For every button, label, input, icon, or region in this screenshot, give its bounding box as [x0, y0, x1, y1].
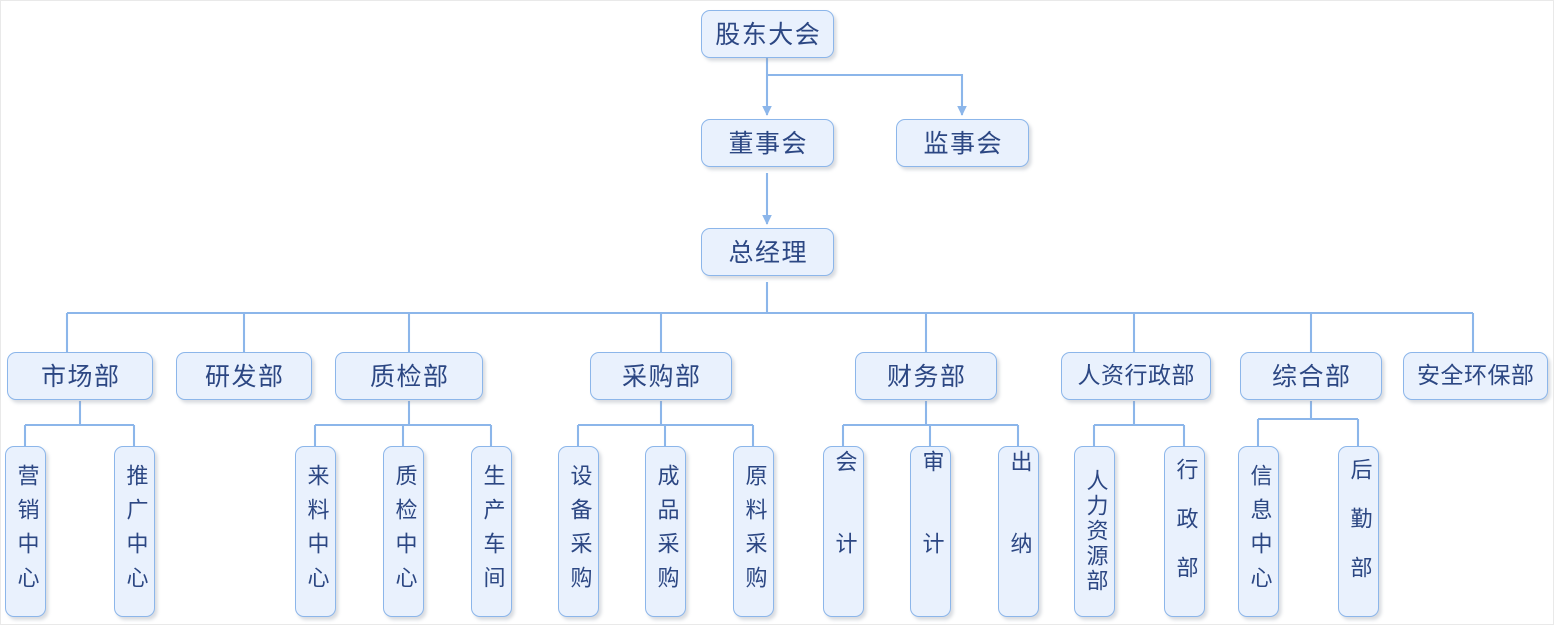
node-department-purchase[interactable]: 采购部: [590, 352, 732, 400]
node-label: 研发部: [204, 361, 285, 391]
node-unit-logistics-department[interactable]: 后勤部: [1338, 446, 1379, 617]
node-label: 后勤部: [1346, 458, 1372, 605]
node-label: 安全环保部: [1417, 362, 1535, 389]
node-shareholders[interactable]: 股东大会: [701, 10, 834, 58]
node-unit-product-purchase[interactable]: 成品采购: [645, 446, 686, 617]
node-label: 总经理: [728, 237, 808, 267]
node-unit-accounting[interactable]: 会计: [823, 446, 864, 617]
node-label: 综合部: [1271, 361, 1352, 391]
node-label: 生产车间: [479, 463, 505, 600]
node-general-manager[interactable]: 总经理: [701, 228, 834, 276]
node-department-market[interactable]: 市场部: [7, 352, 153, 400]
node-label: 推广中心: [122, 463, 148, 600]
node-unit-cashier[interactable]: 出纳: [998, 446, 1039, 617]
node-label: 出纳: [1006, 449, 1032, 614]
node-label: 采购部: [621, 361, 702, 391]
node-label: 营销中心: [13, 463, 39, 600]
node-label: 原料采购: [741, 463, 767, 600]
node-unit-audit[interactable]: 审计: [910, 446, 951, 617]
node-unit-hr-department[interactable]: 人力资源部: [1074, 446, 1115, 617]
node-department-rnd[interactable]: 研发部: [176, 352, 312, 400]
node-unit-promotion-center[interactable]: 推广中心: [114, 446, 155, 617]
node-department-safety[interactable]: 安全环保部: [1403, 352, 1548, 400]
node-supervisors[interactable]: 监事会: [896, 119, 1029, 167]
node-unit-material-purchase[interactable]: 原料采购: [733, 446, 774, 617]
node-label: 审计: [918, 449, 944, 614]
node-unit-it-center[interactable]: 信息中心: [1238, 446, 1279, 617]
node-department-hr[interactable]: 人资行政部: [1061, 352, 1211, 400]
node-label: 成品采购: [653, 463, 679, 600]
node-unit-admin-department[interactable]: 行政部: [1164, 446, 1205, 617]
node-label: 人力资源部: [1082, 469, 1108, 594]
node-label: 质检部: [369, 361, 450, 391]
node-label: 财务部: [886, 361, 967, 391]
node-label: 股东大会: [715, 19, 822, 49]
node-unit-qc-center[interactable]: 质检中心: [383, 446, 424, 617]
node-label: 董事会: [728, 128, 808, 158]
node-label: 人资行政部: [1077, 362, 1195, 389]
edge-shareholders-supervisors: [767, 73, 967, 116]
node-label: 质检中心: [391, 463, 417, 600]
node-label: 行政部: [1172, 458, 1198, 605]
node-department-finance[interactable]: 财务部: [855, 352, 997, 400]
node-label: 市场部: [40, 361, 121, 391]
node-unit-marketing-center[interactable]: 营销中心: [5, 446, 46, 617]
node-label: 设备采购: [566, 463, 592, 600]
node-label: 会计: [831, 449, 857, 614]
node-unit-equipment-purchase[interactable]: 设备采购: [558, 446, 599, 617]
node-label: 信息中心: [1246, 463, 1272, 600]
node-label: 监事会: [923, 128, 1003, 158]
node-board[interactable]: 董事会: [701, 119, 834, 167]
node-department-general[interactable]: 综合部: [1240, 352, 1382, 400]
node-label: 来料中心: [303, 463, 329, 600]
node-unit-production-shop[interactable]: 生产车间: [471, 446, 512, 617]
node-department-qc[interactable]: 质检部: [335, 352, 483, 400]
node-unit-incoming-center[interactable]: 来料中心: [295, 446, 336, 617]
